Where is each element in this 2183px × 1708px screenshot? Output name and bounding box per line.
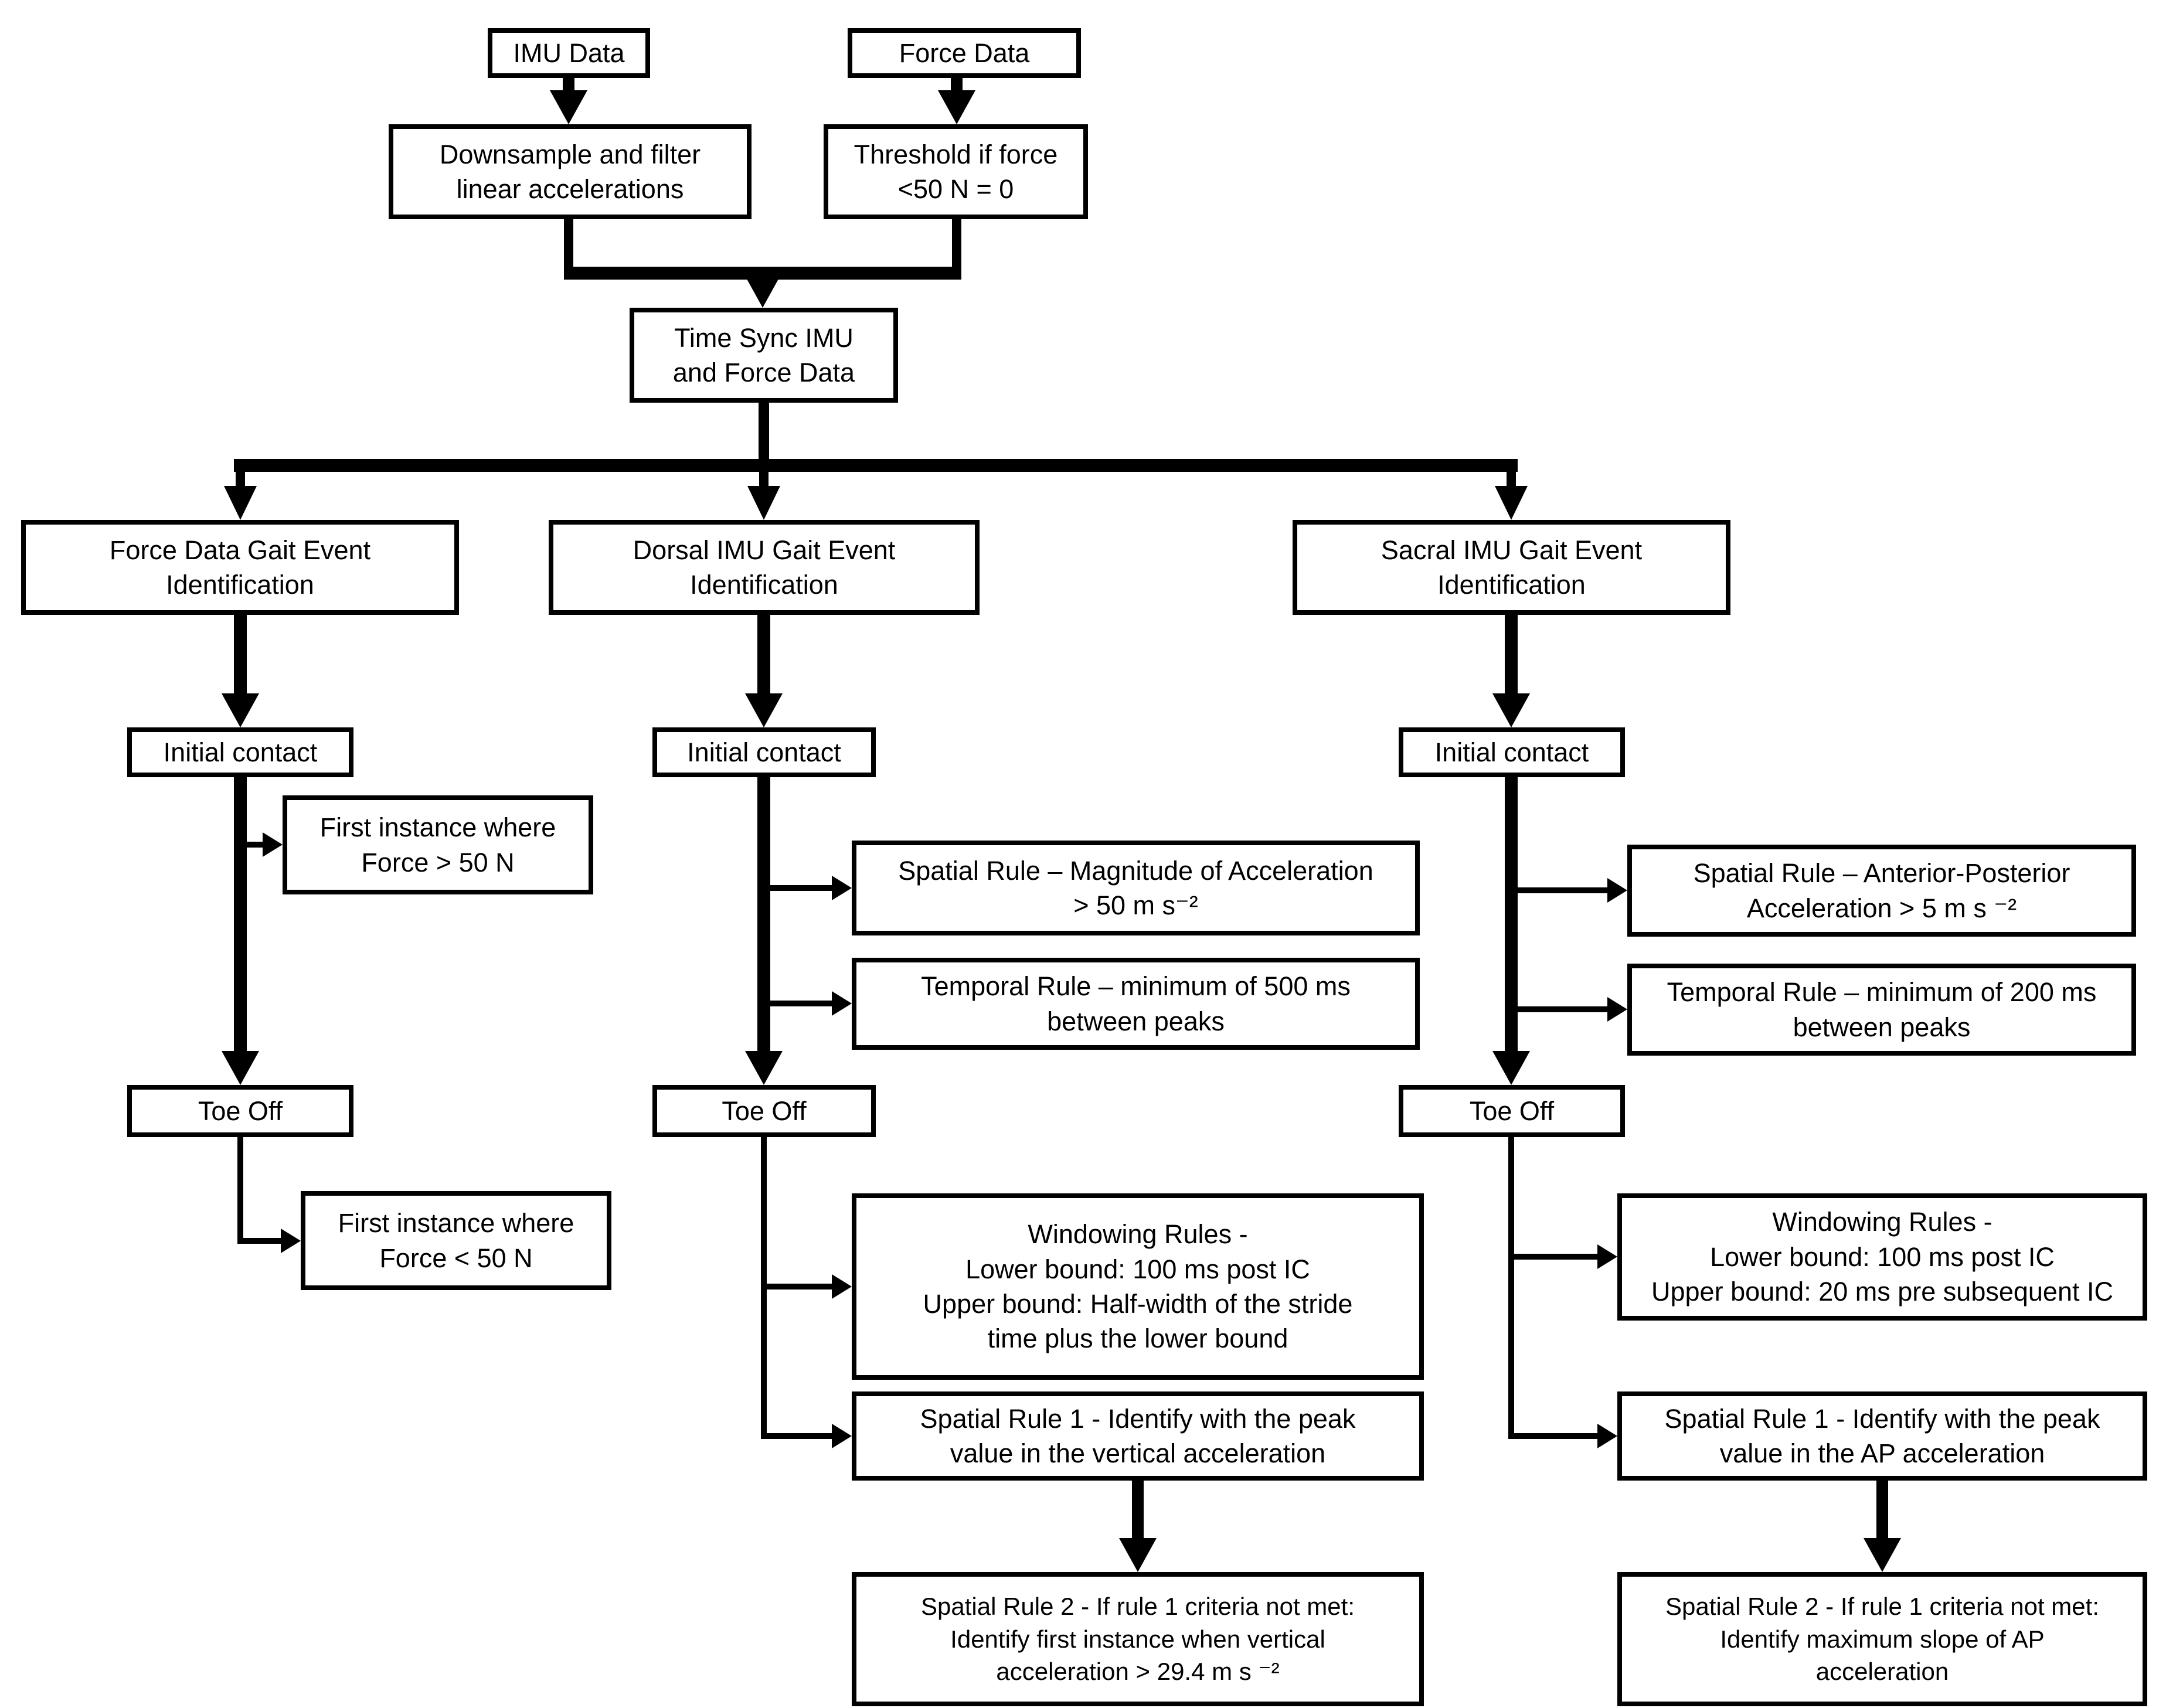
node-toe-off-sacral: Toe Off [1399, 1085, 1625, 1137]
arrow-dorsalhdr-to-ic-stem [757, 615, 770, 697]
node-toe-off-force: Toe Off [127, 1085, 353, 1137]
arrow-split-force-head [224, 486, 257, 520]
arrow-dorsalhdr-to-ic-head [745, 693, 783, 727]
branch-dorsal-windowing-head [832, 1274, 852, 1299]
node-sacral-spatial-rule-2: Spatial Rule 2 - If rule 1 criteria not … [1617, 1572, 2147, 1706]
branch-force-toe-hline [237, 1238, 284, 1244]
arrow-icforce-to-toe-head [222, 1051, 259, 1085]
node-toe-off-dorsal: Toe Off [652, 1085, 876, 1137]
node-force-data: Force Data [848, 28, 1081, 78]
connector-threshold-drop [952, 219, 961, 269]
node-sacral-temporal-rule-ic: Temporal Rule – minimum of 200 ms betwee… [1627, 964, 2136, 1056]
branch-dorsal-temporal-line [764, 1001, 835, 1006]
arrow-icsacral-to-toe-head [1492, 1051, 1530, 1085]
arrow-dorsal-sp1-to-sp2-head [1119, 1538, 1157, 1572]
branch-sacral-toe-vline [1508, 1137, 1514, 1439]
branch-sacral-spatial-line [1511, 887, 1611, 893]
node-downsample-filter: Downsample and filter linear acceleratio… [389, 124, 752, 219]
arrow-forcehdr-to-ic-head [222, 693, 259, 727]
node-time-sync: Time Sync IMU and Force Data [630, 308, 898, 403]
node-sacral-spatial-rule-ic: Spatial Rule – Anterior-Posterior Accele… [1627, 845, 2136, 937]
node-initial-contact-force: Initial contact [127, 727, 353, 777]
arrow-split-dorsal-head [747, 486, 780, 520]
arrow-sacralhdr-to-ic-stem [1505, 615, 1518, 697]
branch-sacral-spatial1-line [1508, 1433, 1601, 1439]
connector-split-bar [234, 459, 1518, 472]
branch-force-ic-rule-line [240, 842, 268, 848]
node-sacral-spatial-rule-1: Spatial Rule 1 - Identify with the peak … [1617, 1391, 2147, 1481]
node-sacral-windowing-rules: Windowing Rules - Lower bound: 100 ms po… [1617, 1193, 2147, 1321]
connector-timesync-drop [759, 403, 769, 459]
node-dorsal-gait-event-identification: Dorsal IMU Gait Event Identification [549, 520, 980, 615]
node-first-instance-force-gt-50: First instance where Force > 50 N [283, 795, 593, 894]
node-imu-data: IMU Data [488, 28, 650, 78]
branch-force-ic-rule-head [263, 832, 283, 857]
arrow-forcehdr-to-ic-stem [234, 615, 247, 697]
branch-sacral-windowing-line [1508, 1254, 1601, 1260]
branch-sacral-spatial-head [1607, 878, 1627, 903]
branch-sacral-temporal-head [1607, 997, 1627, 1022]
branch-sacral-windowing-head [1597, 1244, 1617, 1269]
arrow-merge-to-timesync-head [744, 274, 781, 308]
branch-force-toe-head [281, 1229, 301, 1253]
arrow-icsacral-to-toe-stem [1505, 777, 1518, 1053]
branch-dorsal-spatial-line [764, 885, 835, 891]
node-dorsal-spatial-rule-ic: Spatial Rule – Magnitude of Acceleration… [852, 841, 1420, 935]
arrow-icforce-to-toe-stem [234, 777, 247, 1053]
node-initial-contact-sacral: Initial contact [1399, 727, 1625, 777]
arrow-dorsal-sp1-to-sp2-stem [1132, 1481, 1144, 1542]
node-dorsal-windowing-rules: Windowing Rules - Lower bound: 100 ms po… [852, 1193, 1424, 1380]
arrow-icdorsal-to-toe-head [745, 1051, 783, 1085]
node-dorsal-spatial-rule-1: Spatial Rule 1 - Identify with the peak … [852, 1391, 1424, 1481]
arrow-split-sacral-head [1495, 486, 1528, 520]
branch-dorsal-temporal-head [832, 991, 852, 1016]
branch-dorsal-spatial1-head [832, 1424, 852, 1448]
node-sacral-gait-event-identification: Sacral IMU Gait Event Identification [1293, 520, 1730, 615]
branch-force-toe-vline [237, 1137, 243, 1244]
arrow-imu-to-downsample-head [550, 90, 587, 124]
node-dorsal-spatial-rule-2: Spatial Rule 2 - If rule 1 criteria not … [852, 1572, 1424, 1706]
branch-sacral-spatial1-head [1597, 1424, 1617, 1448]
arrow-force-to-threshold-head [938, 90, 975, 124]
arrow-sacralhdr-to-ic-head [1492, 693, 1530, 727]
node-initial-contact-dorsal: Initial contact [652, 727, 876, 777]
branch-dorsal-windowing-line [761, 1284, 835, 1289]
branch-sacral-temporal-line [1511, 1006, 1611, 1012]
node-threshold-force: Threshold if force <50 N = 0 [824, 124, 1088, 219]
arrow-icdorsal-to-toe-stem [757, 777, 770, 1053]
arrow-sacral-sp1-to-sp2-stem [1876, 1481, 1888, 1542]
branch-dorsal-spatial-head [832, 876, 852, 900]
node-dorsal-temporal-rule-ic: Temporal Rule – minimum of 500 ms betwee… [852, 958, 1420, 1050]
connector-downsample-drop [564, 219, 573, 269]
node-force-gait-event-identification: Force Data Gait Event Identification [21, 520, 459, 615]
branch-dorsal-spatial1-line [761, 1433, 835, 1439]
arrow-sacral-sp1-to-sp2-head [1864, 1538, 1901, 1572]
connector-merge-bar [564, 267, 961, 280]
node-first-instance-force-lt-50: First instance where Force < 50 N [301, 1191, 611, 1290]
